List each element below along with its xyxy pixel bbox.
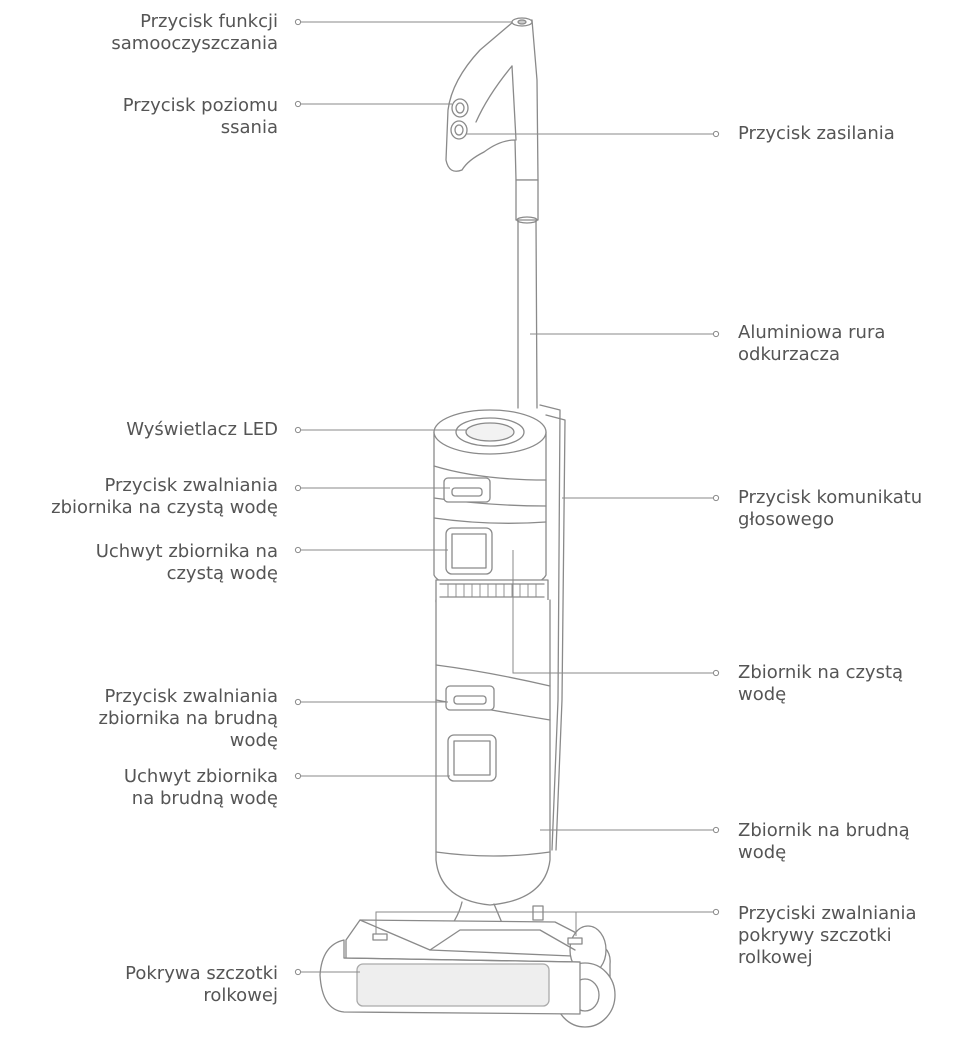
label-line: pokrywy szczotki <box>738 925 892 946</box>
label-line: Zbiornik na brudną <box>738 820 910 841</box>
label-dirty-tank-handle: Uchwyt zbiornika na brudną wodę <box>124 766 278 810</box>
label-line: rolkowej <box>203 985 278 1006</box>
leader-clean-tank <box>512 550 714 674</box>
vacuum-handle <box>445 17 539 181</box>
label-line: Przyciski zwalniania <box>738 903 917 924</box>
label-self-cleaning-button: Przycisk funkcji samooczyszczania <box>111 11 278 55</box>
label-line: wodę <box>738 684 787 705</box>
dirty-tank-release-button <box>445 685 495 711</box>
label-clean-tank-release-button: Przycisk zwalniania zbiornika na czystą … <box>51 475 278 519</box>
label-line: Przycisk zwalniania <box>104 686 278 707</box>
label-dirty-tank-release-button: Przycisk zwalniania zbiornika na brudną … <box>99 686 279 752</box>
label-line: Aluminiowa rura <box>738 322 886 343</box>
leader-dots <box>294 18 720 976</box>
clean-tank-release-button <box>443 477 491 503</box>
label-line: samooczyszczania <box>111 33 278 54</box>
label-voice-prompt-button: Przycisk komunikatu głosowego <box>738 487 922 531</box>
label-line: głosowego <box>738 509 835 530</box>
label-roller-cover-release-buttons: Przyciski zwalniania pokrywy szczotki ro… <box>738 903 917 969</box>
leader-roller-release <box>375 911 714 936</box>
label-clean-water-tank: Zbiornik na czystą wodę <box>738 662 903 706</box>
roller-brush-cover <box>319 939 581 1015</box>
label-roller-brush-cover: Pokrywa szczotki rolkowej <box>125 963 278 1007</box>
label-line: Przycisk zasilania <box>738 123 895 144</box>
label-line: Przycisk komunikatu <box>738 487 923 508</box>
label-line: czystą wodę <box>166 563 278 584</box>
label-line: wodę <box>738 842 787 863</box>
label-dirty-water-tank: Zbiornik na brudną wodę <box>738 820 910 864</box>
clean-tank-handle <box>445 527 493 575</box>
label-led-display: Wyświetlacz LED <box>126 419 278 441</box>
label-line: na brudną wodę <box>131 788 278 809</box>
label-line: Zbiornik na czystą <box>738 662 904 683</box>
label-power-button: Przycisk zasilania <box>738 123 895 145</box>
leader-lines <box>299 21 714 973</box>
label-line: Uchwyt zbiornika <box>123 766 278 787</box>
power-button <box>450 120 468 140</box>
label-aluminium-tube: Aluminiowa rura odkurzacza <box>738 322 885 366</box>
label-line: zbiornika na czystą wodę <box>51 497 278 518</box>
label-line: wodę <box>229 730 278 751</box>
label-line: zbiornika na brudną <box>98 708 279 729</box>
label-line: Uchwyt zbiornika na <box>95 541 278 562</box>
label-line: Pokrywa szczotki <box>125 963 278 984</box>
dirty-tank-handle <box>447 734 497 782</box>
roller-cover-release-buttons <box>372 933 583 945</box>
suction-level-button <box>451 98 469 118</box>
label-line: Wyświetlacz LED <box>126 419 278 440</box>
tank-ring <box>435 579 549 603</box>
aluminium-tube <box>515 179 539 409</box>
label-line: ssania <box>220 117 278 138</box>
label-line: Przycisk zwalniania <box>104 475 278 496</box>
label-line: odkurzacza <box>738 344 840 365</box>
label-suction-level-button: Przycisk poziomu ssania <box>123 95 278 139</box>
label-line: rolkowej <box>738 947 813 968</box>
label-line: Przycisk poziomu <box>122 95 278 116</box>
label-line: Przycisk funkcji <box>140 11 278 32</box>
label-clean-tank-handle: Uchwyt zbiornika na czystą wodę <box>96 541 278 585</box>
led-display <box>465 422 515 442</box>
